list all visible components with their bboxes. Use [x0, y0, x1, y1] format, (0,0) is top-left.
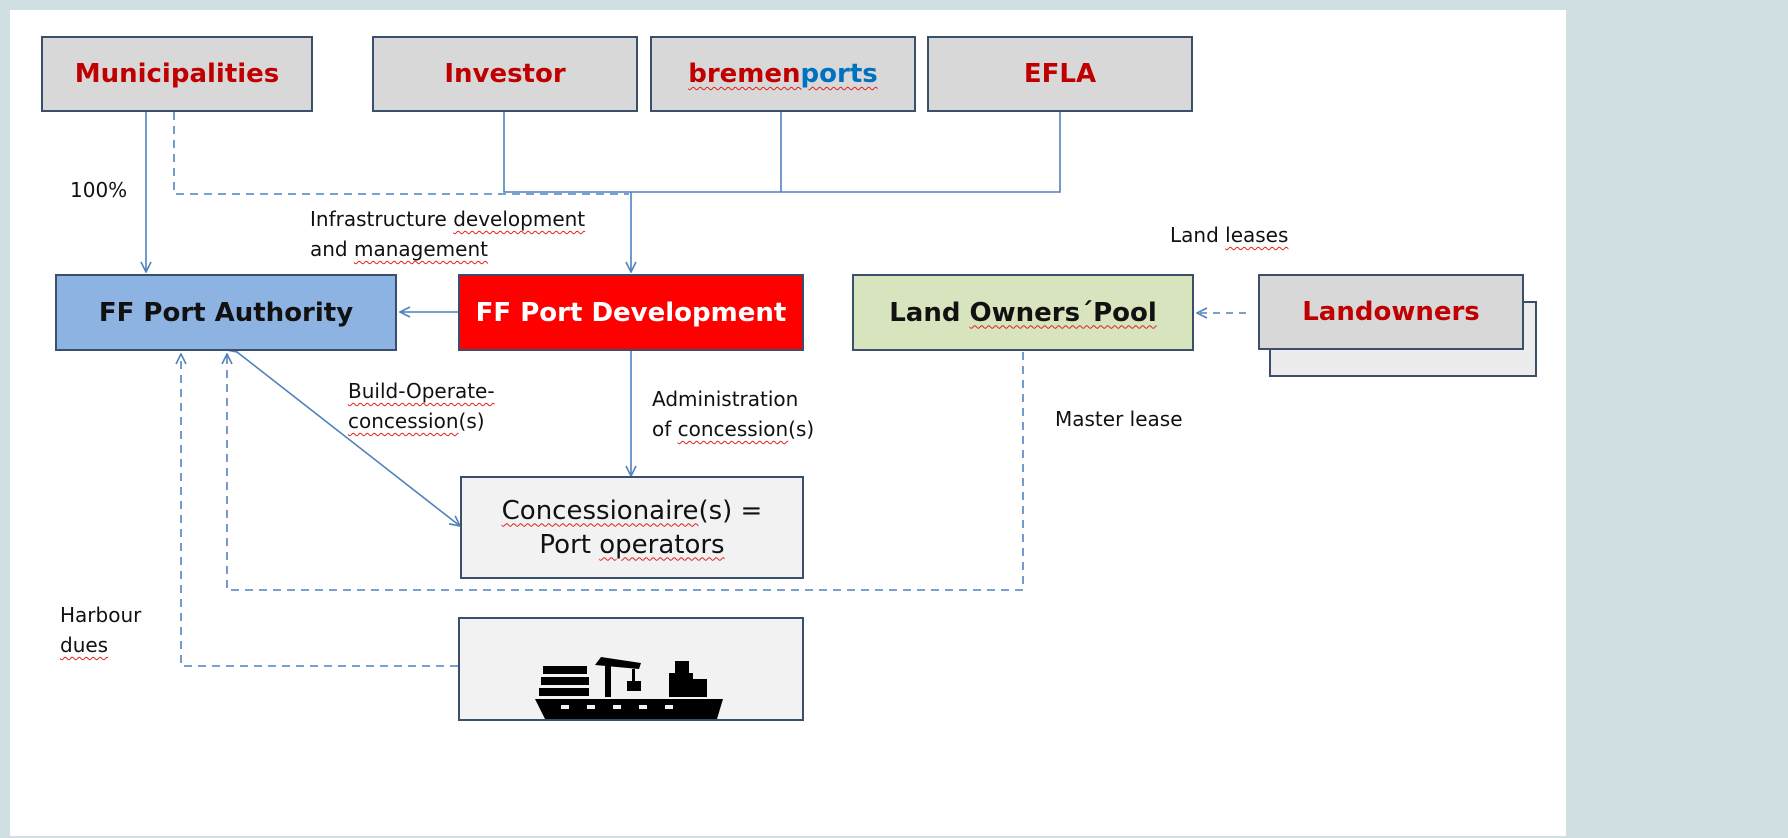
municipalities-box: Municipalities: [41, 36, 313, 112]
municipalities-label: Municipalities: [74, 59, 280, 89]
bremenports-label-bremen: bremen: [688, 59, 801, 89]
infrastructure-label-line-1: Infrastructure development: [310, 204, 585, 234]
shareholder-bus-line: [503, 112, 1061, 193]
administration-label: Administration of concession(s): [652, 384, 814, 444]
and-word: and: [310, 237, 354, 261]
land-owners-pool-label-land: Land: [889, 297, 970, 328]
harbour-dues-label: Harbour dues: [60, 600, 141, 660]
connector-lines: [10, 112, 1246, 667]
concessionaire-word: Concessionaire: [501, 495, 699, 526]
investor-box: Investor: [372, 36, 638, 112]
investor-label: Investor: [444, 59, 566, 89]
efla-label: EFLA: [1023, 59, 1097, 89]
concessionaire-line-2: Port operators: [539, 528, 724, 562]
percent-label: 100%: [70, 178, 128, 202]
concessionaire-port: Port: [539, 529, 600, 560]
concessionaire-box: Concessionaire(s) = Port operators: [460, 476, 804, 579]
port-authority-label: FF Port Authority: [98, 297, 354, 328]
bremenports-label: bremenports: [688, 59, 878, 89]
concessionaire-line-1: Concessionaire(s) =: [502, 494, 763, 528]
port-development-box: FF Port Development: [458, 274, 804, 351]
master-lease-label: Master lease: [1055, 407, 1183, 431]
infrastructure-label-line-2: and management: [310, 234, 585, 264]
harbour-line-1: Harbour: [60, 603, 142, 627]
administration-line-2: of concession(s): [652, 414, 814, 444]
authority-concessionaire-line: [237, 352, 460, 526]
land-leases-label: Land leases: [1170, 220, 1288, 250]
bremenports-box: bremenports: [650, 36, 916, 112]
build-operate-line-1: Build-Operate-: [348, 379, 495, 403]
port-authority-box: FF Port Authority: [55, 274, 397, 351]
build-concession-word: concession: [348, 409, 459, 433]
port-development-label: FF Port Development: [475, 297, 787, 328]
efla-box: EFLA: [927, 36, 1193, 112]
build-concession-suffix: (s): [458, 409, 485, 433]
land-word: Land: [1170, 223, 1226, 247]
master-lease-dashed-line: [227, 352, 1024, 591]
cargo-ship-icon: [535, 657, 723, 719]
build-operate-label: Build-Operate- concession(s): [348, 376, 495, 436]
concessionaire-line-1-rest: (s) =: [698, 495, 763, 526]
build-operate-line-2: concession(s): [348, 406, 495, 436]
administration-line-1: Administration: [652, 387, 799, 411]
land-owners-pool-label: Land Owners´Pool: [889, 298, 1157, 328]
landowners-label: Landowners: [1302, 297, 1480, 327]
landowners-box: Landowners: [1258, 274, 1524, 350]
leases-word: leases: [1225, 223, 1289, 247]
admin-concession-suffix: (s): [788, 417, 815, 441]
concessionaire-operators: operators: [599, 529, 725, 560]
ship-box: [458, 617, 804, 721]
development-word: development: [453, 207, 586, 231]
diagram-canvas: Municipalities Investor bremenports EFLA…: [10, 10, 1566, 836]
infrastructure-word: Infrastructure: [310, 207, 454, 231]
management-word: management: [353, 237, 488, 261]
admin-of-word: of: [652, 417, 678, 441]
harbour-line-2: dues: [60, 633, 109, 657]
municipalities-dashed-line: [173, 112, 629, 195]
land-owners-pool-box: Land Owners´Pool: [852, 274, 1194, 351]
bremenports-label-ports: ports: [800, 59, 878, 89]
admin-concession-word: concession: [677, 417, 789, 441]
land-owners-pool-label-owners: Owners´Pool: [969, 297, 1157, 328]
infrastructure-label: Infrastructure development and managemen…: [310, 204, 585, 264]
